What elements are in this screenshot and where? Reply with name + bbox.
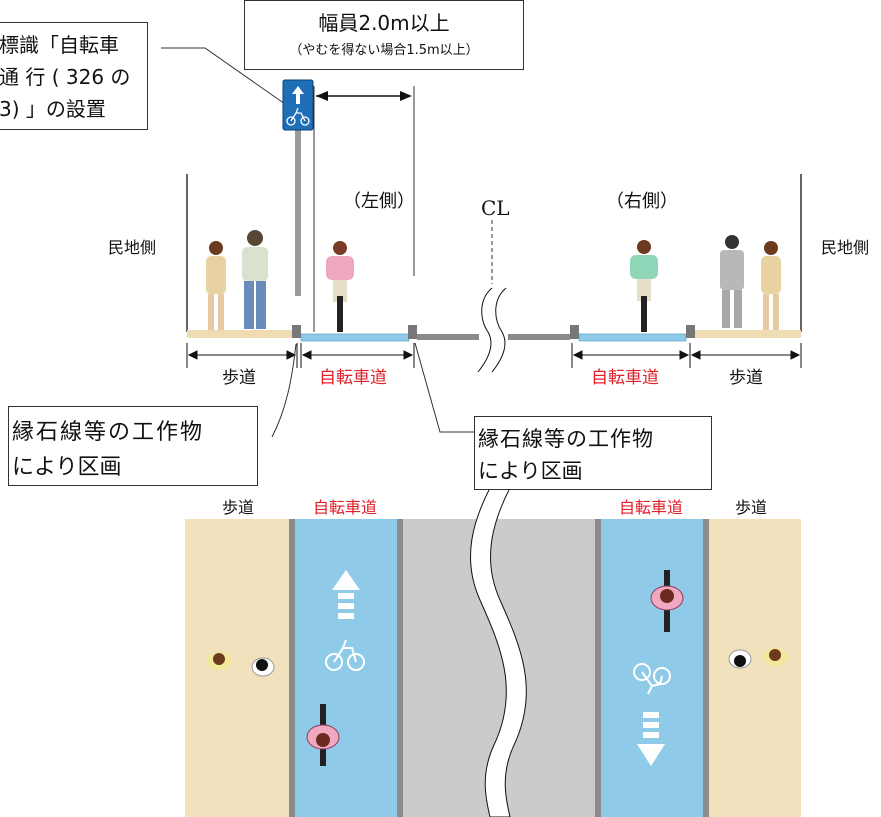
callout-box-right: 縁石線等の工作物 により区画	[474, 416, 712, 490]
dimension-sidewalk-right	[690, 343, 802, 368]
bike-lane-right-label: 自転車道	[591, 368, 659, 388]
right-side-label: （右側）	[606, 191, 678, 212]
plan-sidewalk-left-label: 歩道	[222, 498, 255, 517]
plan-sidewalk-right-label: 歩道	[735, 498, 768, 517]
bike-lane-left-surface	[300, 333, 410, 342]
plan-break-band	[470, 469, 527, 817]
plan-bike-lane-right-label: 自転車道	[619, 498, 684, 517]
bike-lane-right-surface	[578, 333, 687, 342]
private-land-left-label: 民地側	[108, 238, 157, 257]
roadway-right-surface	[508, 334, 570, 340]
private-land-right-label: 民地側	[821, 238, 870, 257]
pedestrian-top-left-b	[251, 657, 275, 677]
plan-bike-lane-right	[601, 519, 703, 817]
bicycle-only-sign-icon	[282, 79, 314, 131]
plan-curb-right-outer	[703, 519, 709, 817]
curb-right-outer	[686, 325, 695, 338]
arrowhead-right	[400, 91, 412, 101]
sign-note-line3: 3) 」の設置	[0, 97, 106, 121]
callout-leader-right	[414, 342, 476, 433]
plan-bike-lane-left	[295, 519, 397, 817]
plan-bike-lane-left-label: 自転車道	[313, 498, 378, 517]
down-arrow-marking-icon	[637, 712, 665, 766]
sidewalk-left-label: 歩道	[222, 368, 256, 388]
pedestrian-top-right-b	[763, 648, 787, 666]
curb-left-outer	[292, 325, 301, 338]
cyclist-left	[326, 241, 354, 332]
dimension-bike-lane-right	[571, 343, 691, 368]
callout-box-left: 縁石線等の工作物 により区画	[8, 406, 258, 486]
sidewalk-right-surface	[695, 330, 801, 338]
dimension-sidewalk-left	[186, 343, 298, 368]
sign-note-line2: 通 行 ( 326 の	[0, 65, 131, 89]
roadway-left-surface	[417, 334, 479, 340]
pedestrian-woman-left	[206, 241, 226, 330]
left-side-label: （左側）	[343, 191, 415, 212]
sign-leader-line	[161, 47, 286, 105]
pedestrian-man-right	[720, 235, 744, 328]
curb-right-inner	[570, 325, 579, 339]
up-arrow-marking-icon	[332, 570, 360, 619]
cyclist-top-left	[306, 704, 340, 766]
sign-note-line1: 標識「自転車	[0, 33, 119, 57]
sign-pole	[295, 128, 301, 296]
sidewalk-right-label: 歩道	[729, 368, 763, 388]
bike-lane-left-label: 自転車道	[319, 368, 387, 388]
break-mark-cross-right	[491, 287, 507, 373]
sidewalk-left-surface	[187, 330, 292, 338]
cyclist-right	[630, 240, 658, 332]
callout-right-line2: により区画	[478, 459, 583, 483]
callout-leader-left	[271, 343, 297, 438]
bicycle-marking-right-icon	[633, 663, 671, 695]
pedestrian-man-left	[242, 230, 268, 329]
callout-left-line2: により区画	[12, 455, 122, 480]
callout-right-line1: 縁石線等の工作物	[478, 427, 654, 451]
plan-curb-left-outer	[289, 519, 295, 817]
curb-left-inner	[408, 325, 417, 339]
plan-curb-left-inner	[397, 519, 403, 817]
dimension-bike-lane-left	[300, 343, 415, 368]
pedestrian-top-right-a	[728, 649, 752, 669]
plan-sidewalk-right	[709, 519, 801, 817]
pedestrian-top-left-a	[207, 652, 231, 670]
arrowhead-left	[316, 91, 328, 101]
callout-left-line1: 縁石線等の工作物	[12, 420, 205, 445]
width-note-box: 幅員2.0m以上 （やむを得ない場合1.5m以上）	[244, 0, 524, 70]
width-note-main: 幅員2.0m以上	[318, 11, 450, 35]
pedestrian-woman-right	[761, 241, 781, 330]
plan-curb-right-inner	[595, 519, 601, 817]
centerline-label: CL	[481, 196, 510, 220]
width-note-sub: （やむを得ない場合1.5m以上）	[289, 43, 479, 58]
bicycle-marking-icon	[325, 639, 365, 671]
sign-note-box: 標識「自転車 通 行 ( 326 の 3) 」の設置	[0, 22, 148, 130]
cyclist-top-right	[650, 570, 684, 632]
break-mark-cross-left	[477, 287, 493, 373]
